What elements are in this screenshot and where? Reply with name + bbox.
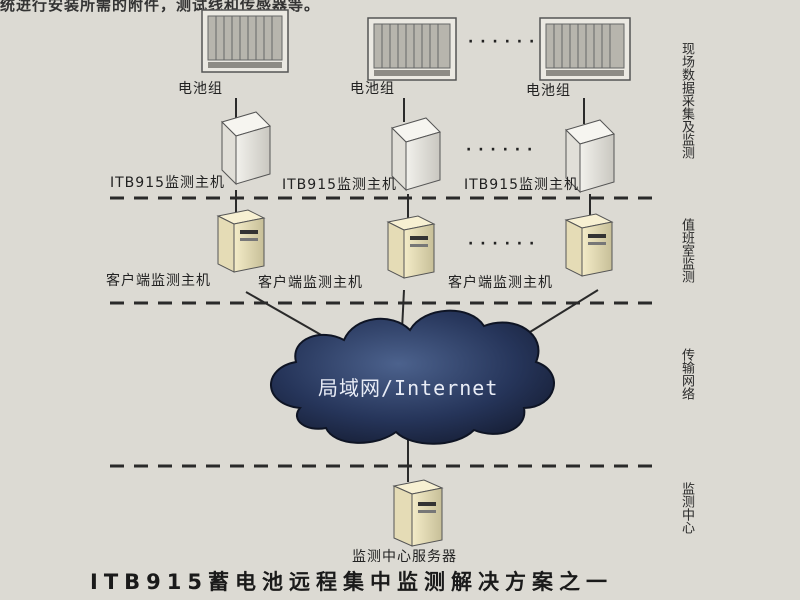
client-label-3: 客户端监测主机 — [448, 275, 553, 291]
battery-label-2: 电池组 — [350, 81, 395, 97]
battery-label-3: 电池组 — [526, 83, 571, 99]
battery-label-1: 电池组 — [178, 81, 223, 97]
client-pc-tower-icon — [216, 209, 266, 273]
client-pc-tower-icon — [564, 213, 614, 277]
zone-label-duty: 值班室监测 — [679, 218, 694, 283]
network-cloud-icon — [270, 309, 555, 445]
monitor-host-icon — [391, 117, 441, 192]
zone-label-center: 监测中心 — [679, 482, 694, 534]
client-label-2: 客户端监测主机 — [258, 275, 363, 291]
client-pc-tower-icon — [386, 215, 436, 279]
battery-rack-icon — [201, 9, 289, 73]
host-label-2: ITB915监测主机 — [282, 177, 398, 193]
line-client1-cloud — [245, 291, 331, 341]
monitor-host-icon — [221, 111, 271, 186]
server-label: 监测中心服务器 — [352, 549, 457, 565]
connection-lines — [235, 98, 599, 482]
ellipsis-clients: · · · · · · — [468, 236, 536, 252]
battery-rack-icon — [367, 17, 457, 81]
diagram-caption: ITB915蓄电池远程集中监测解决方案之一 — [90, 570, 613, 594]
host-label-3: ITB915监测主机 — [464, 177, 580, 193]
battery-rack-icon — [539, 17, 631, 81]
cloud-label: 局域网/Internet — [318, 376, 499, 400]
zone-label-network: 传输网络 — [679, 348, 694, 400]
host-label-1: ITB915监测主机 — [110, 175, 226, 191]
zone-label-site: 现场数据采集及监测 — [679, 42, 694, 159]
monitor-host-icon — [565, 119, 615, 194]
line-client3-cloud — [529, 289, 599, 333]
ellipsis-batteries: · · · · · · — [468, 34, 536, 50]
ellipsis-hosts: · · · · · · — [466, 142, 534, 158]
client-label-1: 客户端监测主机 — [106, 273, 211, 289]
server-tower-icon — [392, 479, 444, 547]
zone-separators — [110, 196, 660, 468]
